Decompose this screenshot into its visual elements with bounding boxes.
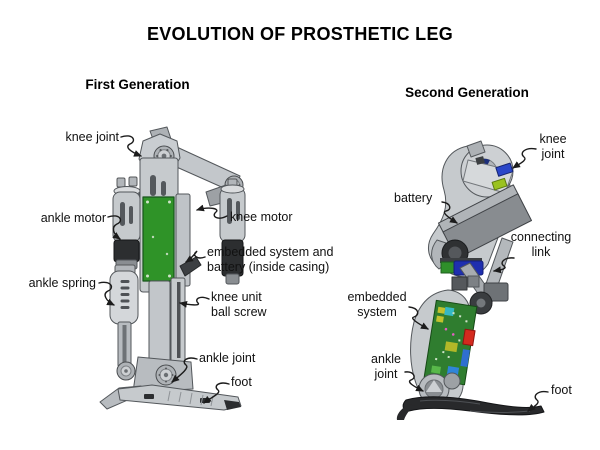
label-line: joint (374, 367, 398, 381)
label-gen1-knee-unit: knee unit ball screw (211, 290, 267, 320)
label-line: joint (541, 147, 565, 161)
label-line: knee (539, 132, 567, 146)
label-gen1-ankle-joint: ankle joint (199, 351, 255, 366)
gen1-illustration (99, 126, 246, 411)
label-line: link (531, 245, 551, 259)
label-gen2-embedded-system: embedded system (339, 290, 415, 320)
label-gen1-embedded-battery: embedded system and battery (inside casi… (207, 245, 333, 275)
gen2-knee-joint-assembly (460, 140, 514, 198)
gen2-heading: Second Generation (405, 85, 529, 100)
gen1-ankle-foot-assembly (99, 356, 242, 411)
label-line: ankle spring (28, 276, 96, 290)
gen2-illustration (396, 140, 545, 420)
gen1-ankle-spring (109, 264, 139, 368)
arrow-gen1-knee-joint (120, 135, 142, 157)
annotation-arrows (98, 135, 549, 412)
label-line: embedded system and (207, 245, 334, 259)
gen1-embedded-battery-panel (142, 196, 175, 282)
gen1-knee-motor (205, 178, 246, 285)
label-line: knee unit (211, 290, 262, 304)
arrow-gen2-foot (527, 390, 549, 412)
label-line: foot (551, 383, 572, 397)
arrow-gen2-ankle-joint (404, 371, 424, 392)
gen2-foot-blade (396, 396, 545, 420)
gen2-shin-mount-block-2 (467, 275, 480, 288)
arrow-gen2-knee-joint (512, 147, 537, 169)
arrow-gen1-embedded-battery (185, 250, 206, 263)
figure-title: EVOLUTION OF PROSTHETIC LEG (146, 24, 454, 44)
label-line: embedded (347, 290, 407, 304)
arrow-gen2-embedded-system (408, 306, 429, 330)
label-line: system (357, 305, 397, 319)
label-gen1-knee-joint: knee joint (39, 130, 119, 145)
label-gen2-ankle-joint: ankle joint (359, 352, 413, 382)
label-line: battery (inside casing) (207, 260, 330, 274)
label-gen1-foot: foot (231, 375, 252, 390)
gen1-heading: First Generation (85, 77, 190, 92)
arrow-gen1-ankle-motor (107, 215, 122, 240)
arrow-gen1-foot (203, 382, 230, 404)
label-gen2-connecting-link: connecting link (504, 230, 578, 260)
arrow-gen1-ankle-joint (171, 357, 198, 383)
label-line: ball screw (211, 305, 267, 319)
label-line: knee motor (230, 210, 293, 224)
arrow-gen2-connecting-link (493, 257, 515, 274)
label-gen1-knee-motor: knee motor (230, 210, 293, 225)
arrow-gen1-knee-unit (179, 296, 210, 308)
label-gen1-ankle-spring: ankle spring (14, 276, 96, 291)
arrow-gen2-battery (441, 201, 458, 224)
label-line: ankle joint (199, 351, 256, 365)
label-gen1-ankle-motor: ankle motor (22, 211, 106, 226)
label-line: foot (231, 375, 252, 389)
label-gen2-knee-joint: knee joint (527, 132, 579, 162)
arrow-gen1-knee-motor (196, 204, 228, 219)
label-gen2-battery: battery (394, 191, 432, 206)
arrow-gen1-ankle-spring (98, 281, 115, 306)
gen2-embedded-system-pcb (423, 299, 478, 386)
gen2-shin-mount-block (451, 276, 468, 291)
gen1-ankle-motor (112, 176, 141, 270)
label-gen2-foot: foot (551, 383, 572, 398)
label-line: ankle motor (40, 211, 106, 225)
label-line: battery (394, 191, 433, 205)
gen1-ball-screw (170, 256, 202, 363)
label-line: knee joint (65, 130, 119, 144)
label-line: connecting (510, 230, 572, 244)
label-line: ankle (371, 352, 401, 366)
